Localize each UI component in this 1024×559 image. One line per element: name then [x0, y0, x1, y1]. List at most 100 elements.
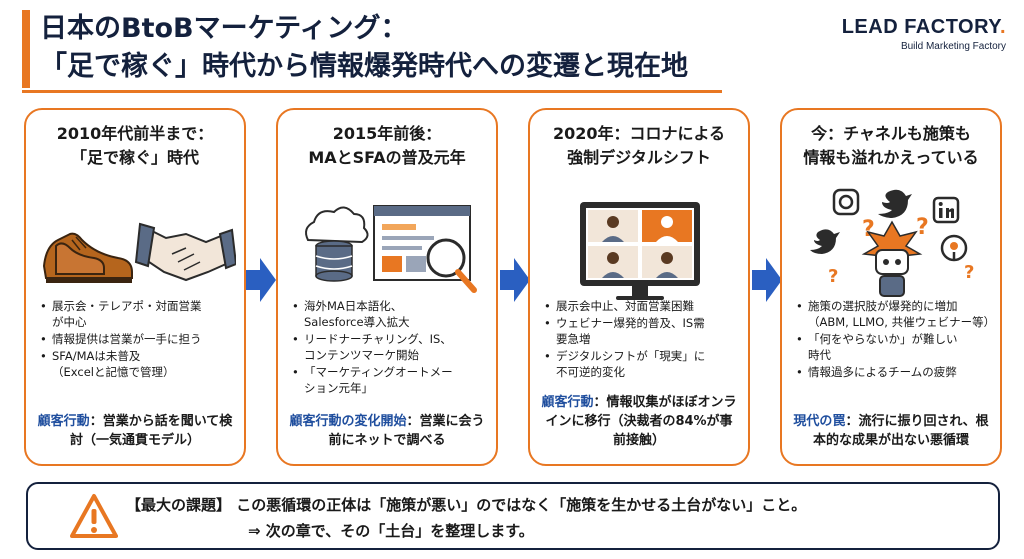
arrow-right-icon — [752, 258, 782, 302]
era-card-title-line: 2010年代前半まで： — [56, 124, 214, 143]
era-card-title-line: 「足で稼ぐ」時代 — [70, 148, 199, 167]
era-card-2015: 2015年前後： MAとSFAの普及元年 海外MA日本語化、 Salesforce… — [276, 108, 498, 466]
bullet-text: 「何をやらないか」が難しい — [808, 332, 958, 346]
era-card-title: 今：チャネルも施策も 情報も溢れかえっている — [782, 122, 1000, 170]
bullet-text: 「マーケティングオートメー — [304, 365, 453, 379]
magnifier-icon — [426, 238, 477, 293]
svg-text:?: ? — [916, 215, 929, 240]
svg-text:?: ? — [964, 262, 974, 283]
logo-wordmark: LEAD FACTORY. — [842, 16, 1006, 39]
era-card-bullets: 海外MA日本語化、 Salesforce導入拡大 リードナーチャリング、IS、コン… — [292, 298, 486, 397]
shoe-icon — [42, 232, 133, 283]
information-overload-illustration: ? ? ? ? — [810, 188, 974, 297]
bullet-text: 時代 — [808, 348, 831, 362]
logo-dot: . — [999, 16, 1006, 38]
bullet-text: 情報提供は営業が一手に担う — [52, 332, 202, 346]
bullet-text: Salesforce導入拡大 — [304, 315, 410, 329]
instagram-icon — [832, 188, 860, 216]
key-issue-text: 【最大の課題】 この悪循環の正体は「施策が悪い」のではなく「施策を生かせる土台が… — [126, 496, 807, 514]
era-card-title-line: MAとSFAの普及元年 — [308, 148, 466, 167]
list-item: 情報過多によるチームの疲弊 — [796, 364, 990, 380]
bullet-text: リードナーチャリング、IS、 — [304, 332, 452, 346]
page-title-line1: 日本のBtoBマーケティング： — [40, 13, 408, 44]
list-item: 展示会中止、対面営業困難 — [544, 298, 738, 314]
bullet-text: 展示会中止、対面営業困難 — [556, 299, 694, 313]
customer-behavior-text: ：情報収集がほぼオンラインに移行（決裁者の84%が事前接触） — [545, 395, 737, 448]
customer-behavior-label: 顧客行動の変化開始 — [289, 414, 407, 429]
list-item: 施策の選択肢が爆発的に増加 （ABM, LLMO, 共催ウェビナー等） — [796, 298, 996, 330]
next-chapter-text: ⇒ 次の章で、その「土台」を整理します。 — [248, 522, 534, 540]
bullet-text: 要急増 — [556, 332, 591, 346]
era-card-bullets: 施策の選択肢が爆発的に増加 （ABM, LLMO, 共催ウェビナー等） 「何をやら… — [796, 298, 996, 381]
cloud-database-icon — [305, 206, 369, 282]
bullet-text: 海外MA日本語化、 — [304, 299, 403, 313]
era-card-customer-behavior: 顧客行動：営業から話を聞いて検討（一気通貫モデル） — [36, 412, 234, 450]
era-card-title: 2020年：コロナによる 強制デジタルシフト — [530, 122, 748, 170]
era-card-title: 2010年代前半まで： 「足で稼ぐ」時代 — [26, 122, 244, 170]
title-accent-bar — [22, 10, 30, 88]
logo-tagline: Build Marketing Factory — [900, 41, 1006, 52]
page-title: 日本のBtoBマーケティング： 「足で稼ぐ」時代から情報爆発時代への変遷と現在地 — [40, 10, 688, 86]
era-card-title: 2015年前後： MAとSFAの普及元年 — [278, 122, 496, 170]
bullet-text: 施策の選択肢が爆発的に増加 — [808, 299, 958, 313]
bullet-text: （ABM, LLMO, 共催ウェビナー等） — [808, 315, 996, 329]
logo-name: LEAD FACTORY — [841, 16, 1000, 38]
key-issue-callout: 【最大の課題】 この悪循環の正体は「施策が悪い」のではなく「施策を生かせる土台が… — [26, 482, 1000, 550]
bullet-text: ション元年」 — [304, 381, 373, 395]
customer-behavior-label: 顧客行動 — [541, 395, 594, 410]
era-card-title-line: 強制デジタルシフト — [567, 148, 711, 167]
list-item: 情報提供は営業が一手に担う — [40, 331, 234, 347]
trap-label: 現代の罠 — [793, 414, 846, 429]
list-item: SFA/MAは未普及 （Excelと記憶で管理） — [40, 348, 234, 380]
bullet-text: コンテンツマーケ開始 — [304, 348, 419, 362]
twitter-icon — [810, 229, 840, 254]
list-item: リードナーチャリング、IS、コンテンツマーケ開始 — [292, 331, 486, 363]
question-mark-icon: ? ? ? ? — [828, 215, 974, 287]
video-conference-monitor-icon — [580, 202, 700, 300]
era-card-title-line: 今：チャネルも施策も — [811, 124, 971, 143]
title-underline — [22, 90, 722, 93]
era-card-2020: 2020年：コロナによる 強制デジタルシフト 展示会中止、対面営業困難 ウェビナ… — [528, 108, 750, 466]
era-card-now: 今：チャネルも施策も 情報も溢れかえっている ? ? ? ? — [780, 108, 1002, 466]
era-card-title-line: 情報も溢れかえっている — [803, 148, 979, 167]
customer-behavior-label: 顧客行動 — [37, 414, 90, 429]
video-conference-illustration — [580, 202, 700, 300]
page-title-line2: 「足で稼ぐ」時代から情報爆発時代への変遷と現在地 — [40, 51, 688, 82]
era-card-customer-behavior: 現代の罠：流行に振り回され、根本的な成果が出ない悪循環 — [792, 412, 990, 450]
warning-icon — [70, 494, 118, 538]
robot-icon — [861, 220, 923, 297]
bullet-text: が中心 — [52, 315, 87, 329]
bullet-text: 情報過多によるチームの疲弊 — [808, 365, 957, 379]
era-card-customer-behavior: 顧客行動の変化開始：営業に会う前にネットで調べる — [288, 412, 486, 450]
list-item: 海外MA日本語化、 Salesforce導入拡大 — [292, 298, 486, 330]
era-card-title-line: 2020年：コロナによる — [552, 124, 726, 143]
era-card-title-line: 2015年前後： — [332, 124, 442, 143]
shoe-handshake-illustration — [42, 222, 236, 283]
bullet-text: （Excelと記憶で管理） — [52, 365, 175, 379]
podcast-icon — [940, 234, 968, 262]
handshake-icon — [134, 222, 236, 282]
customer-behavior-text: ：営業に会う前にネットで調べる — [328, 414, 485, 448]
trap-text: ：流行に振り回され、根本的な成果が出ない悪循環 — [812, 414, 989, 448]
bullet-text: 不可逆的変化 — [556, 365, 625, 379]
lead-factory-logo: LEAD FACTORY. Build Marketing Factory — [842, 16, 1006, 52]
linkedin-icon — [932, 196, 960, 224]
bullet-text: デジタルシフトが「現実」に — [556, 349, 706, 363]
arrow-right-icon — [246, 258, 276, 302]
arrow-right-icon — [500, 258, 530, 302]
bullet-text: 展示会・テレアポ・対面営業 — [52, 299, 202, 313]
bullet-text: ウェビナー爆発的普及、IS需 — [556, 316, 705, 330]
twitter-icon — [878, 189, 912, 218]
ma-sfa-illustration — [305, 205, 477, 293]
customer-behavior-text: ：営業から話を聞いて検討（一気通貫モデル） — [69, 414, 233, 448]
era-card-customer-behavior: 顧客行動：情報収集がほぼオンラインに移行（決裁者の84%が事前接触） — [540, 393, 738, 450]
bullet-text: SFA/MAは未普及 — [52, 349, 141, 363]
